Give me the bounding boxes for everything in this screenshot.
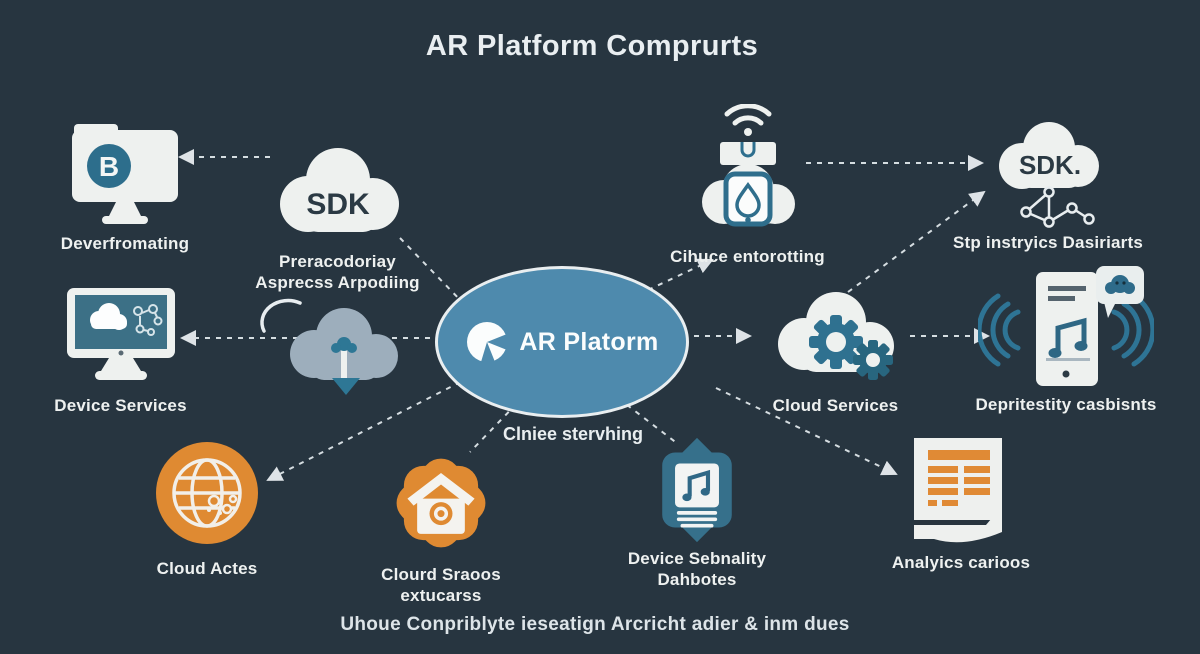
node-label: Device Services: [54, 396, 187, 415]
report-document-icon: [914, 438, 1002, 543]
node-label: Preracodoriay Asprecss Arpodiing: [255, 252, 420, 292]
node-cloud-access: Cloud Actes: [122, 440, 292, 579]
folder-bluetooth-monitor-icon: B: [72, 124, 178, 224]
sdk-badge: SDK.: [1019, 150, 1081, 180]
platform-title: AR Platorm: [519, 327, 659, 356]
sdk-badge: SDK: [306, 188, 370, 221]
node-label: Clourd Sraoos extucarss: [381, 565, 501, 605]
curved-arrow: [260, 298, 302, 333]
node-cloud-services: Cloud Services: [748, 284, 923, 416]
svg-text:B: B: [99, 151, 119, 182]
cloud-download-arrow-icon: [290, 308, 398, 395]
cloud-network-icon: SDK.: [999, 122, 1099, 228]
node-cloud-storage: Clourd Sraoos extucarss: [356, 450, 526, 606]
node-label: Depritestity casbisnts: [975, 395, 1157, 414]
node-sdk-analytics: SDK. Stp instryics Dasiriarts: [948, 118, 1148, 253]
node-label: Device Sebnality Dahbotes: [627, 549, 767, 589]
node-device-formatting: B Deverfromating: [30, 120, 220, 254]
music-hex-badge-icon: [662, 437, 732, 543]
node-device-onboarding: Cihuce entorotting: [655, 104, 840, 267]
node-cloud-download: [252, 292, 412, 402]
monitor-cloud-icon: [66, 288, 175, 380]
node-device-database: Device Sebnality Dahbotes: [612, 436, 782, 590]
node-label: Deverfromating: [60, 234, 190, 253]
ar-platform-ellipse: AR Platorm: [435, 266, 689, 418]
node-label: Cloud Actes: [156, 559, 258, 578]
node-sdk-cloud: SDK Preracodoriay Asprecss Arpodiing: [240, 142, 435, 293]
node-device-capabilities: Depritestity casbisnts: [972, 266, 1160, 415]
node-label: Analyics carioos: [891, 553, 1031, 572]
cloud-gears-icon: [777, 292, 894, 380]
home-seal-icon: [396, 458, 486, 548]
node-label: Stp instryics Dasiriarts: [953, 233, 1143, 252]
node-analytics: Analyics carioos: [876, 434, 1046, 573]
cloud-icon: SDK: [279, 148, 399, 232]
globe-icon: [156, 442, 258, 544]
diagram-title: AR Platform Comprurts: [425, 30, 759, 62]
wifi-device-drop-icon: [701, 104, 795, 227]
node-label: Cihuce entorotting: [670, 247, 825, 266]
platform-logo-icon: [467, 322, 508, 362]
node-device-services: Device Services: [28, 286, 213, 416]
footer-caption: Uhoue Conpriblyte ieseatign Arcricht adi…: [340, 614, 850, 635]
node-label: Cloud Services: [772, 396, 899, 415]
phone-music-waves-icon: [978, 266, 1154, 386]
center-note: Clniee stervhing: [502, 424, 644, 444]
